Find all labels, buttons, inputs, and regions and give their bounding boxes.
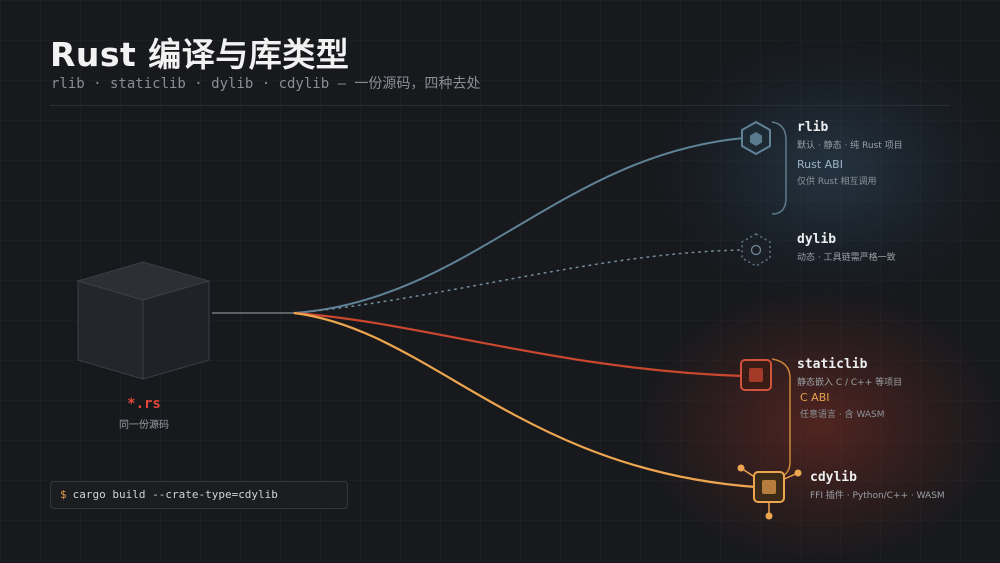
source-cube-icon xyxy=(76,261,211,380)
rust-abi-bracket xyxy=(771,121,787,215)
page-title: Rust 编译与库类型 xyxy=(50,35,350,74)
command-text: cargo build --crate-type=cdylib xyxy=(72,488,278,501)
c-abi-glow xyxy=(640,290,1000,563)
source-file-desc: 同一份源码 xyxy=(119,420,169,431)
dylib-path xyxy=(293,249,745,314)
cdylib-desc: FFI 插件 · Python/C++ · WASM xyxy=(810,491,945,501)
header-divider xyxy=(50,105,950,106)
rlib-path xyxy=(293,137,745,314)
cdylib-path xyxy=(293,311,757,489)
rust-abi-glow xyxy=(660,40,1000,300)
command-prompt: $ xyxy=(60,488,67,501)
staticlib-label-group: staticlib 静态嵌入 C / C++ 等项目 xyxy=(797,357,902,388)
staticlib-name: staticlib xyxy=(797,357,868,372)
c-abi-label: C ABI xyxy=(800,391,830,404)
rlib-hexagon-icon xyxy=(741,120,771,156)
dylib-hexagon-icon xyxy=(741,233,771,267)
rlib-label-group: rlib 默认 · 静态 · 纯 Rust 项目 Rust ABI 仅供 Rus… xyxy=(797,120,903,187)
command-box: $ cargo build --crate-type=cdylib xyxy=(50,481,348,509)
c-abi-desc: 任意语言 · 含 WASM xyxy=(800,410,885,420)
staticlib-desc: 静态嵌入 C / C++ 等项目 xyxy=(797,378,903,388)
c-abi-bracket xyxy=(771,358,791,479)
cdylib-plugin-icon xyxy=(737,464,802,520)
c-abi-group: C ABI 任意语言 · 含 WASM xyxy=(800,384,885,420)
rlib-name: rlib xyxy=(797,120,829,135)
rlib-desc: 默认 · 静态 · 纯 Rust 项目 xyxy=(797,141,903,151)
cdylib-name: cdylib xyxy=(810,470,857,485)
dylib-desc: 动态 · 工具链需严格一致 xyxy=(797,253,896,263)
rust-abi-desc: 仅供 Rust 相互调用 xyxy=(797,177,877,187)
page-subtitle: rlib · staticlib · dylib · cdylib — 一份源码… xyxy=(51,76,481,92)
source-file-name: *.rs xyxy=(127,396,161,412)
rust-abi-label: Rust ABI xyxy=(797,158,843,171)
cdylib-label-group: cdylib FFI 插件 · Python/C++ · WASM xyxy=(810,470,945,501)
staticlib-path xyxy=(293,311,744,378)
dylib-name: dylib xyxy=(797,232,837,247)
staticlib-box-icon xyxy=(740,359,772,391)
dylib-label-group: dylib 动态 · 工具链需严格一致 xyxy=(797,232,896,263)
